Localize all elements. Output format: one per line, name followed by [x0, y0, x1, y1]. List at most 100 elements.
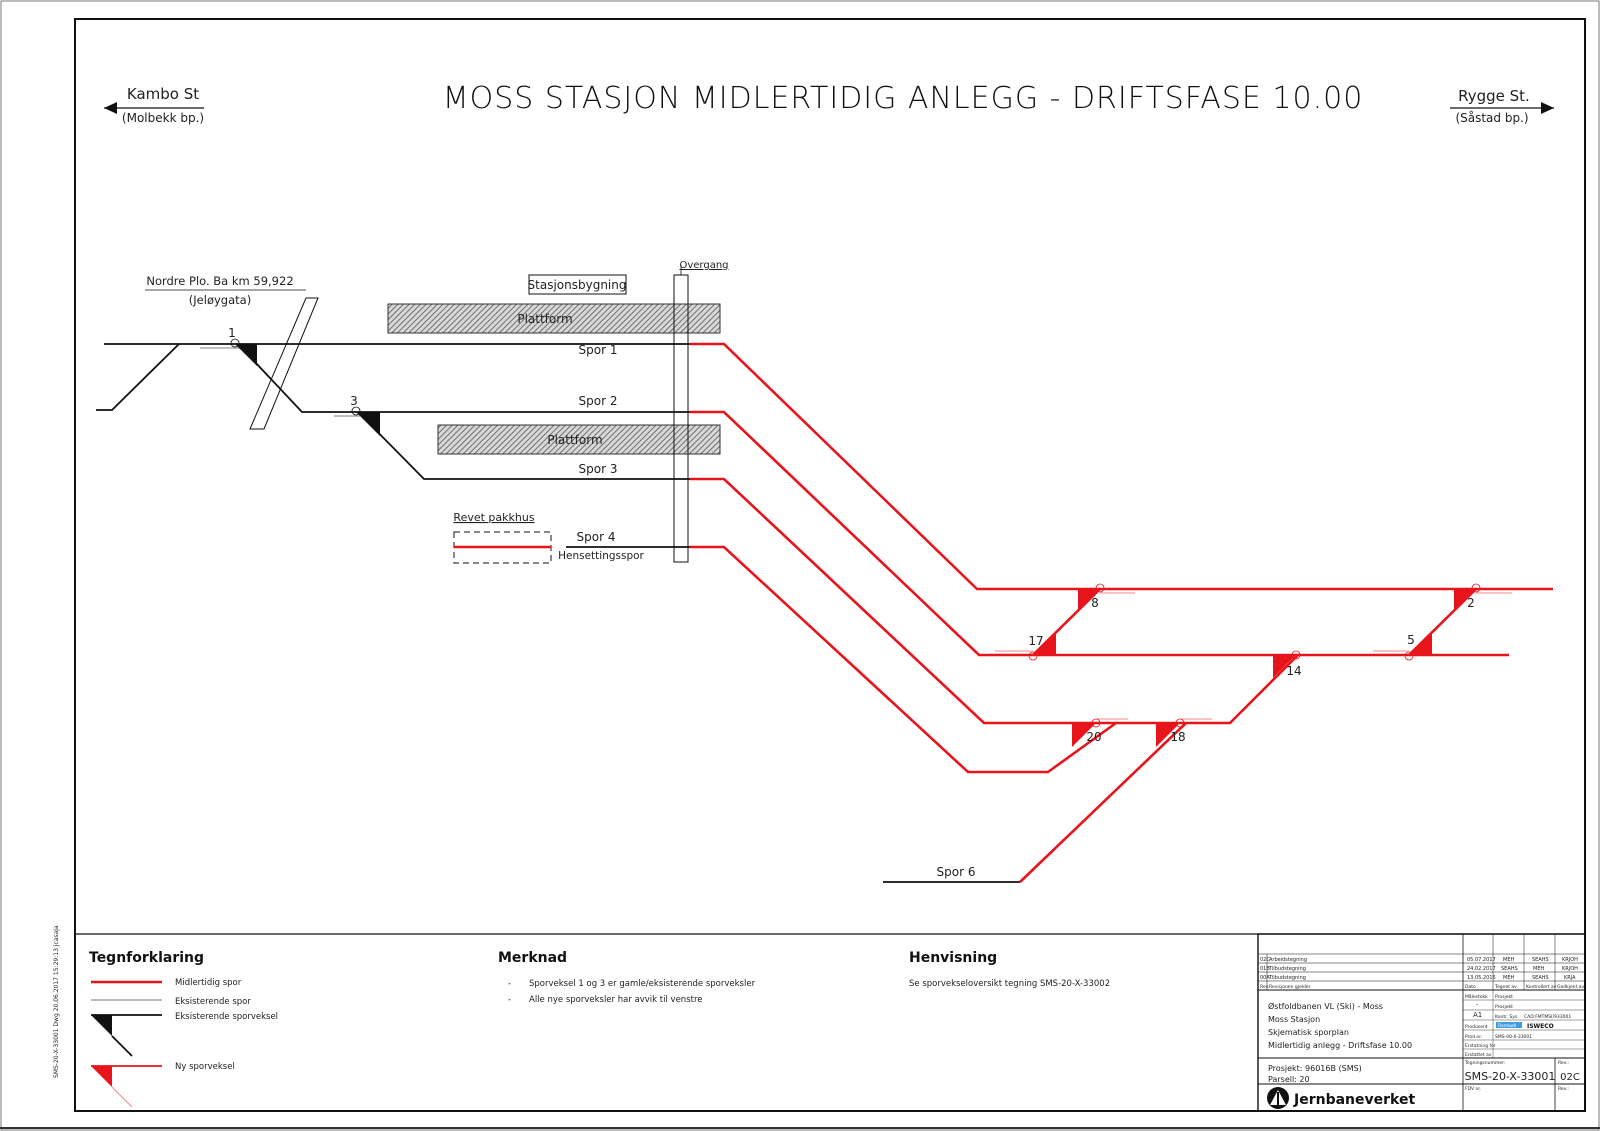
- track-label-spor6: Spor 6: [937, 865, 976, 879]
- meta-prodnr-label: Prod.nr.: [1465, 1034, 1482, 1040]
- station-building-label: Stasjonsbygning: [528, 278, 627, 292]
- track-label-hensettingsspor: Hensettingsspor: [558, 550, 644, 562]
- legend-item-temporary: Midlertidig spor: [175, 978, 242, 988]
- rev-1-approved: KRJOH: [1562, 966, 1578, 972]
- new-switch-20: [1072, 723, 1096, 747]
- arrow-left-icon: [104, 102, 117, 114]
- platform-middle-label: Plattform: [547, 433, 602, 447]
- note-2: Alle nye sporveksler har avvik til venst…: [529, 995, 703, 1005]
- rev-2-checked: SEAHS: [1532, 975, 1549, 981]
- legend-heading: Tegnforklaring: [89, 950, 204, 966]
- reference-heading: Henvisning: [909, 950, 997, 966]
- meta-scale-label: Målestokk: [1465, 993, 1488, 1000]
- meta-producer-label: Produsent: [1465, 1024, 1488, 1030]
- legend-item-existing-switch: Eksisterende sporveksel: [175, 1012, 278, 1022]
- prod-number: SMS-00-X-33001: [1495, 1034, 1532, 1040]
- jernbaneverket-logo-text: Jernbaneverket: [1293, 1092, 1415, 1108]
- switch-number-2: 2: [1467, 596, 1475, 610]
- track-spor4-temporary: [690, 545, 1117, 774]
- rev-header-drawn: Tegnet av: [1494, 984, 1517, 990]
- note-1: Sporveksel 1 og 3 er gamle/eksisterende …: [529, 979, 756, 989]
- note-dash-2: -: [508, 995, 511, 1005]
- company-logo-rambøll: [1496, 1022, 1522, 1028]
- direction-right-name: Rygge St.: [1458, 87, 1530, 105]
- reference-text: Se sporvekseloversikt tegning SMS-20-X-3…: [909, 979, 1110, 989]
- new-switch-5: [1409, 633, 1432, 655]
- legend-item-existing: Eksisterende spor: [175, 997, 251, 1007]
- overpass-label: Overgang: [679, 260, 728, 271]
- rev-0-code: 02C: [1260, 957, 1270, 963]
- platform-middle: [437, 424, 721, 455]
- new-switch-18: [1156, 723, 1180, 747]
- desc-line-1: Østfoldbanen VL (Ski) - Moss: [1268, 1001, 1383, 1011]
- title-block: [1257, 933, 1586, 1112]
- track-left-entry: [96, 343, 180, 411]
- company-name: Rambøll: [1498, 1023, 1516, 1029]
- drawing-frame: [74, 18, 1586, 1112]
- rev-header-approved: Godkjent av: [1557, 984, 1585, 990]
- rev-header-rev: Rev.: [1260, 984, 1269, 990]
- meta-value-1: Prosjekt: [1495, 1004, 1513, 1010]
- side-stamp: SMS-20-X-33001 Dwg 20.06.2017 15:29:13 j…: [53, 925, 60, 1078]
- rev-2-approved: KRJA: [1564, 975, 1576, 981]
- direction-left-sub: (Molbekk bp.): [122, 111, 204, 125]
- note-dash-1: -: [508, 979, 511, 989]
- nordre-label: Nordre Plo. Ba km 59,922: [146, 274, 293, 288]
- new-switch-8: [1078, 589, 1100, 611]
- switch-number-1: 1: [228, 326, 236, 340]
- track-label-spor2: Spor 2: [579, 394, 618, 408]
- company-name-2: ISWECO: [1527, 1023, 1554, 1030]
- rev-1-date: 24.02.2017: [1467, 966, 1496, 972]
- meta-replaced-label: Erstattet av: [1465, 1052, 1492, 1058]
- rev-label-2: Rev.:: [1558, 1086, 1569, 1092]
- rev-1-checked: MEH: [1533, 966, 1544, 972]
- track-spor3-temporary: [690, 477, 1299, 725]
- switch-number-18: 18: [1170, 730, 1185, 744]
- jeloygata-label: (Jeløygata): [189, 293, 251, 307]
- drawing-number: SMS-20-X-33001: [1465, 1070, 1556, 1083]
- track-spor2-temporary: [690, 410, 1509, 657]
- rev-label: Rev.:: [1558, 1060, 1569, 1066]
- rev-0-checked: SEAHS: [1532, 957, 1549, 963]
- desc-line-3: Skjematisk sporplan: [1268, 1028, 1349, 1037]
- direction-left: Kambo St (Molbekk bp.): [104, 85, 204, 125]
- switch-number-14: 14: [1286, 664, 1301, 678]
- station-building: [528, 274, 627, 295]
- meta-replacement-label: Erstatning for: [1465, 1043, 1496, 1049]
- switch-number-5: 5: [1407, 633, 1415, 647]
- new-switch-2: [1454, 589, 1476, 611]
- rev-header-date: Dato: [1465, 984, 1476, 990]
- existing-switch-3: [356, 412, 380, 436]
- format-dash: -: [1476, 1001, 1478, 1008]
- rev-1-code: 01B: [1260, 966, 1270, 972]
- jernbaneverket-logo-icon: [1267, 1087, 1289, 1109]
- rev-1-drawn: SEAHS: [1501, 966, 1518, 972]
- rev-0-desc: Arbeidstegning: [1269, 957, 1307, 963]
- track-label-spor3: Spor 3: [579, 462, 618, 476]
- rev-1-desc: Tilbudstegning: [1268, 966, 1306, 972]
- project-number: Prosjekt: 96016B (SMS): [1268, 1064, 1362, 1073]
- legend-new-switch-icon: [91, 1065, 162, 1108]
- rev-2-drawn: MEH: [1503, 975, 1514, 981]
- direction-right: Rygge St. (Såstad bp.): [1450, 87, 1554, 125]
- rev-0-approved: KRJOH: [1562, 957, 1578, 963]
- demolished-warehouse-label: Revet pakkhus: [453, 511, 534, 524]
- switch-number-20: 20: [1086, 730, 1101, 744]
- rev-header-desc: Revisjonen gjelder: [1269, 984, 1311, 990]
- new-switch-17: [1033, 633, 1056, 655]
- track-label-spor4: Spor 4: [577, 530, 616, 544]
- temporary-tracks: [454, 342, 1553, 883]
- rev-0-drawn: MEH: [1503, 957, 1514, 963]
- existing-switch-1: [235, 344, 257, 366]
- fdv-label: FDV nr.: [1465, 1086, 1481, 1092]
- rev-2-date: 13.05.2016: [1467, 975, 1496, 981]
- rev-2-desc: Tilbudstegning: [1268, 975, 1306, 981]
- switch-number-3: 3: [350, 394, 358, 408]
- rev-header-checked: Kontrollert av: [1526, 984, 1557, 990]
- desc-line-2: Moss Stasjon: [1268, 1015, 1320, 1024]
- legend-existing-switch-icon: [91, 1014, 162, 1057]
- rev-value: 02C: [1560, 1072, 1580, 1083]
- drawing-number-label: Tegningsnummer:: [1464, 1060, 1505, 1066]
